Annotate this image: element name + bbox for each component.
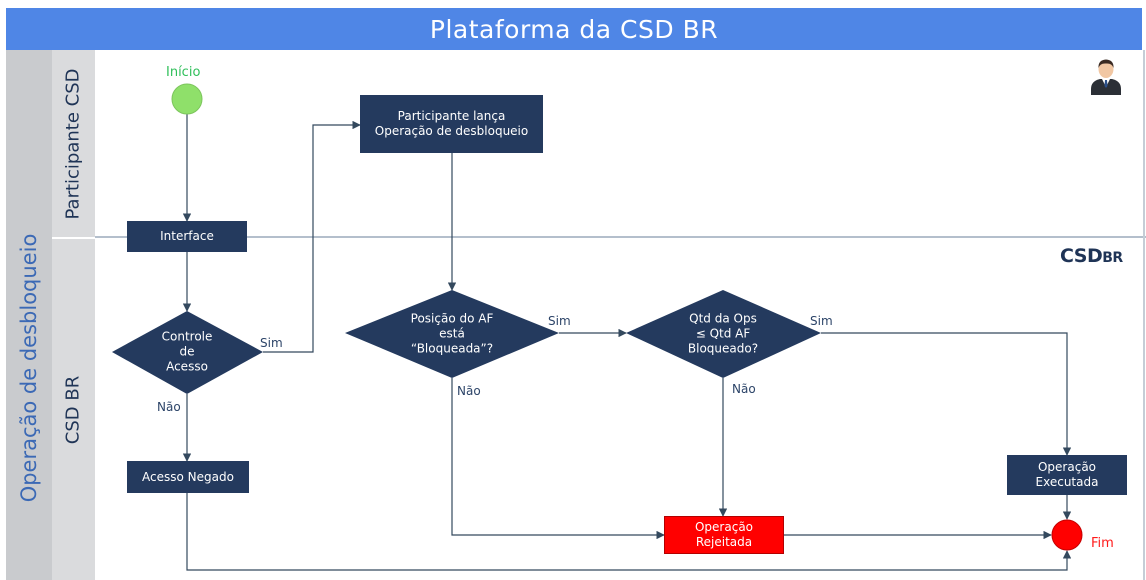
access-control-diamond <box>112 311 263 394</box>
user-avatar-icon <box>1091 59 1121 95</box>
pool-label: Operação de desbloqueio <box>6 50 52 580</box>
end-event <box>1051 519 1083 551</box>
edge-denied-end <box>186 493 1072 571</box>
edge-qty-yes <box>821 332 1072 456</box>
operation-executed-box: Operação Executada <box>1007 455 1127 495</box>
start-label: Início <box>166 65 201 80</box>
edge-label-qty-no: Não <box>732 382 756 396</box>
edge-access-yes <box>263 120 361 353</box>
page-title: Plataforma da CSD BR <box>6 8 1142 50</box>
start-event <box>171 83 203 115</box>
qty-check-label: Qtd da Ops ≤ Qtd AF Bloqueado? <box>687 311 759 356</box>
lane-label-participante: Participante CSD <box>52 50 95 237</box>
end-label: Fim <box>1091 536 1114 551</box>
edge-label-access-no: Não <box>157 400 181 414</box>
edge-label-access-yes: Sim <box>260 336 283 350</box>
access-control-label: Controle de Acesso <box>161 329 213 374</box>
edge-label-position-no: Não <box>457 384 481 398</box>
pool-border <box>1143 50 1145 580</box>
launch-operation-box: Participante lança Operação de desbloque… <box>360 95 543 153</box>
position-check-diamond <box>345 290 559 378</box>
access-denied-box: Acesso Negado <box>127 461 249 493</box>
lane-divider <box>95 236 1146 238</box>
edge-label-qty-yes: Sim <box>810 314 833 328</box>
csd-br-logo: CSDBR <box>1060 245 1123 267</box>
lane-label-csd: CSD BR <box>52 239 95 580</box>
operation-rejected-box: Operação Rejeitada <box>664 516 784 554</box>
qty-check-diamond <box>626 290 821 378</box>
position-check-label: Posição do AF está “Bloqueada”? <box>410 311 494 356</box>
edge-position-no <box>451 378 665 540</box>
edge-label-position-yes: Sim <box>548 314 571 328</box>
interface-box: Interface <box>127 221 247 252</box>
